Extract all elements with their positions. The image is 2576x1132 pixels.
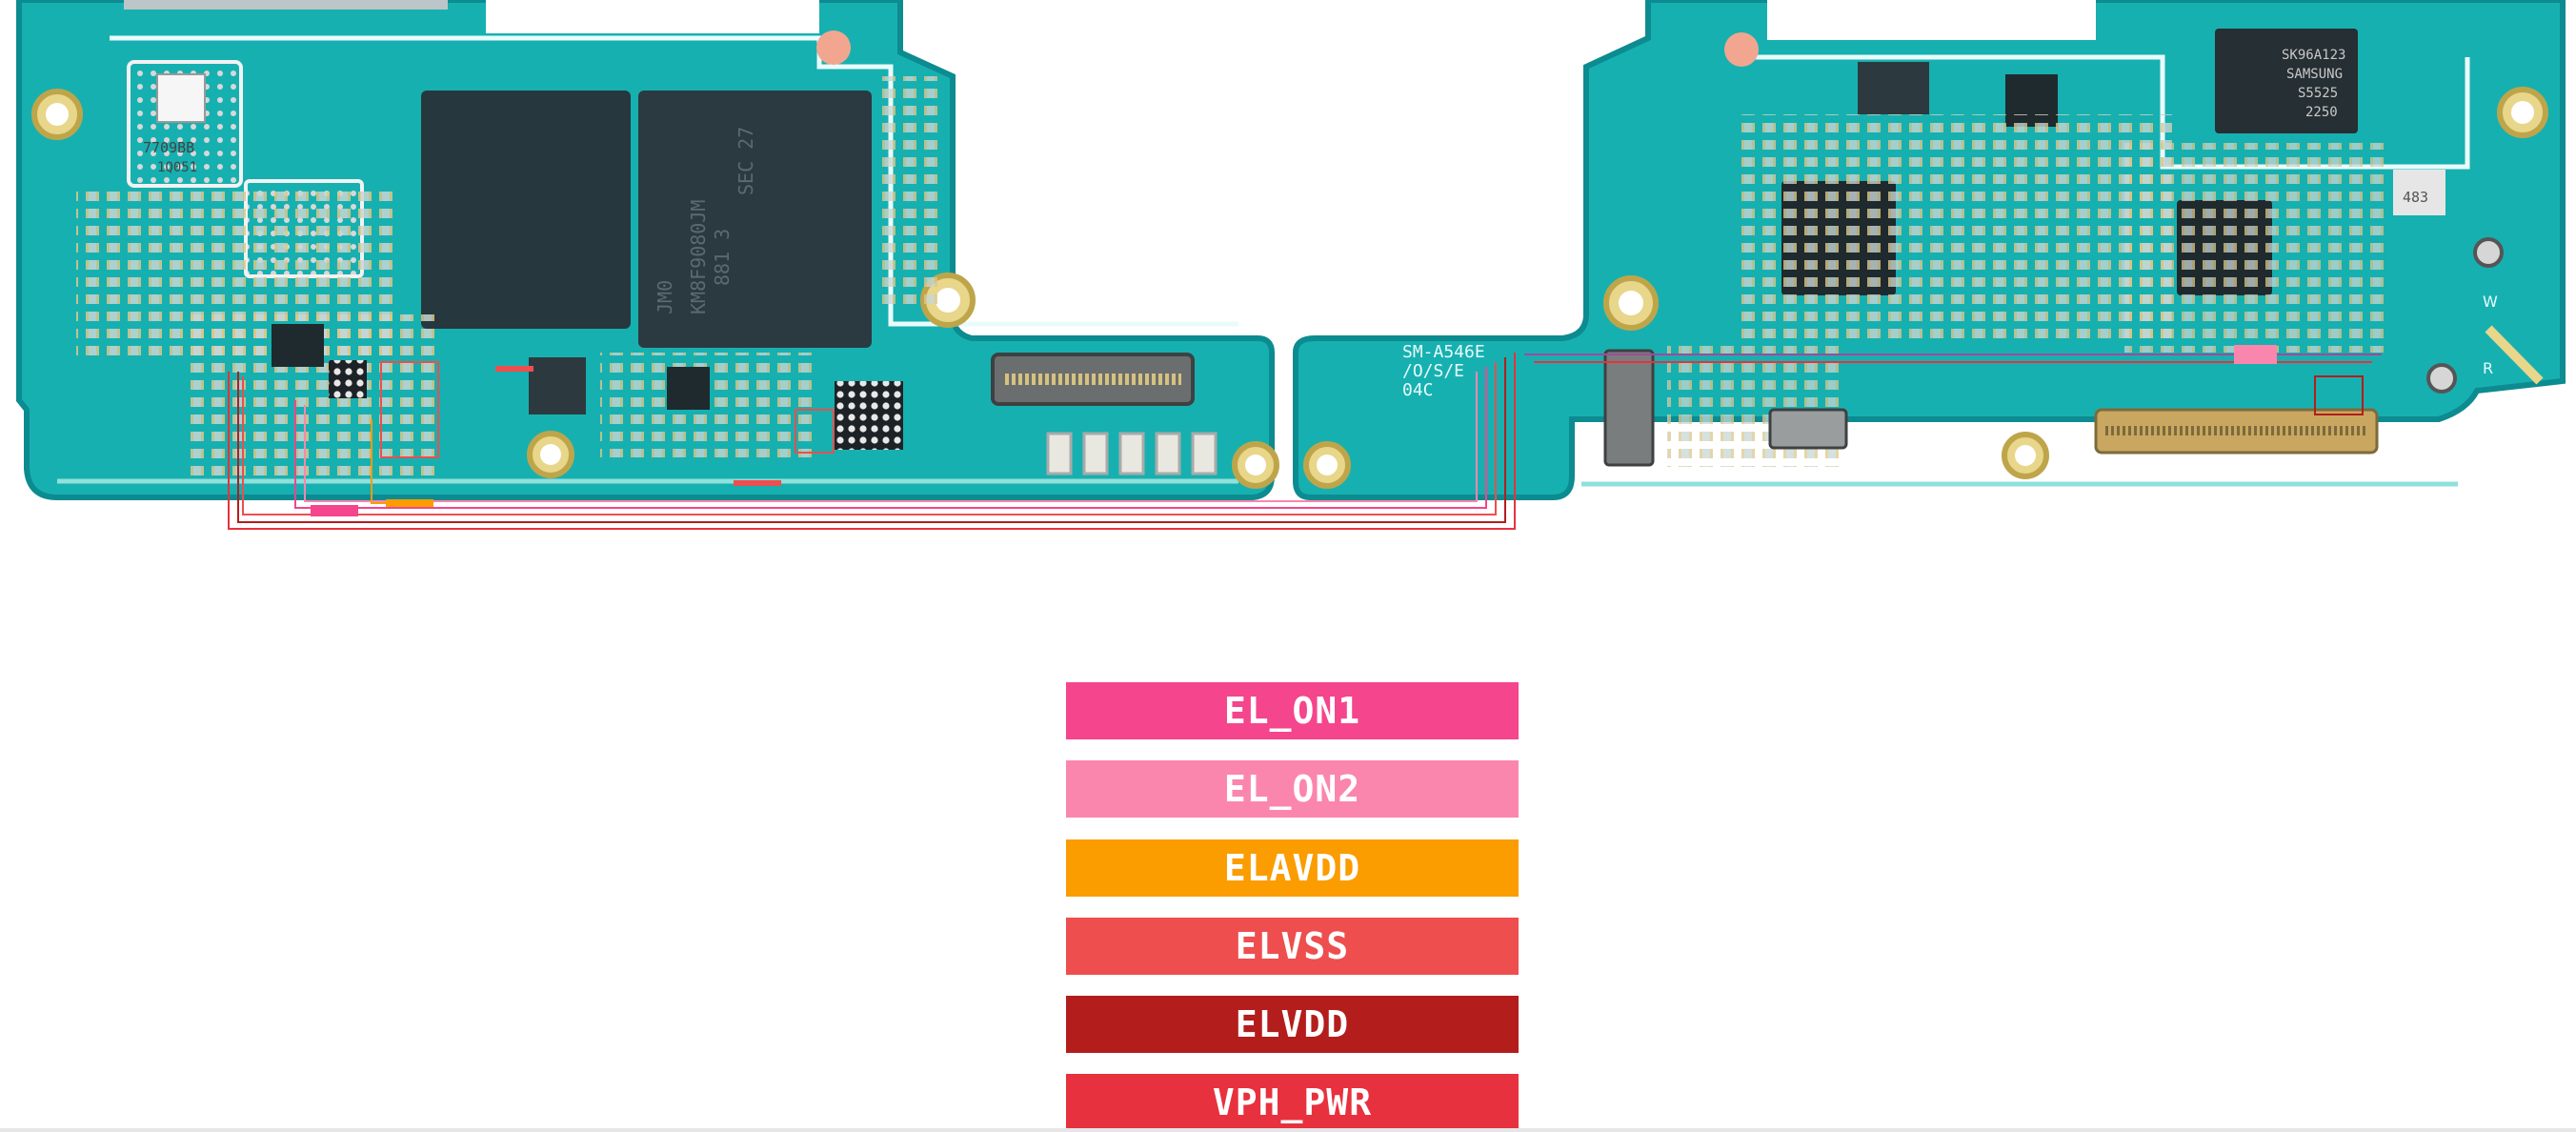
left-board: 7709BB 1Q051 SEC 27 881 3 KM8F9080JM JM0 — [16, 0, 1279, 500]
model-marking: SM-A546E — [1402, 342, 1485, 362]
mount-hole — [1619, 291, 1643, 315]
trace-el-on2 — [304, 372, 1478, 502]
mount-hole — [1317, 455, 1338, 475]
samsung-chip-marking: SK96A123 — [2282, 48, 2345, 63]
left-module-marking: 1Q051 — [157, 160, 197, 175]
memory-marking: 881 3 — [711, 229, 734, 286]
samsung-chip-marking: SAMSUNG — [2286, 67, 2343, 82]
trace-elvdd — [237, 357, 1506, 523]
smd-field — [2124, 143, 2391, 353]
highlight-pad — [386, 499, 433, 507]
highlight-pad — [2234, 345, 2277, 364]
legend-item-el-on2: EL_ON2 — [1066, 760, 1519, 818]
trace-vph-pwr — [228, 353, 1516, 530]
right-board: SK96A123 SAMSUNG S5525 2250 483 SM-A546E… — [1293, 0, 2566, 500]
legend-item-elvss: ELVSS — [1066, 918, 1519, 975]
legend-label: VPH_PWR — [1212, 1081, 1373, 1123]
trace-elvss — [242, 362, 1497, 515]
ic-chip — [667, 367, 710, 410]
trace-el-on1 — [294, 367, 1487, 509]
gold-fingers — [1046, 432, 1218, 475]
highlight-pad — [495, 366, 533, 372]
ic-chip — [272, 324, 324, 367]
memory-marking-mirror: JM0 — [654, 280, 676, 314]
memory-marking: KM8F9080JM — [687, 200, 710, 314]
bga-chip — [329, 360, 367, 398]
right-cutout-window — [1767, 0, 2096, 40]
ic-chip — [529, 357, 586, 414]
legend-item-elvdd: ELVDD — [1066, 996, 1519, 1053]
antenna-label: R — [2483, 359, 2493, 377]
highlight-box — [2314, 375, 2364, 415]
bga-chip — [835, 381, 903, 450]
memory-chip-right — [638, 91, 872, 348]
samsung-chip — [2215, 29, 2358, 133]
antenna-trace — [2485, 325, 2544, 385]
legend-item-el-on1: EL_ON1 — [1066, 682, 1519, 739]
mount-hole — [1245, 455, 1266, 475]
display-connector — [2094, 408, 2379, 455]
samsung-chip-marking: S5525 — [2298, 86, 2338, 101]
memory-chip-left — [421, 91, 631, 329]
smd-field — [876, 76, 943, 305]
mount-hole — [540, 444, 561, 465]
left-module-marking: 7709BB — [143, 139, 194, 156]
model-marking: /O/S/E — [1402, 361, 1464, 381]
legend-item-vph-pwr: VPH_PWR — [1066, 1074, 1519, 1131]
legend-label: ELAVDD — [1223, 847, 1361, 889]
highlight-box — [380, 361, 439, 458]
legend-label: ELVSS — [1235, 925, 1350, 967]
legend-label: EL_ON2 — [1223, 768, 1361, 810]
legend-item-elavdd: ELAVDD — [1066, 839, 1519, 897]
small-connector — [1768, 408, 1848, 450]
smd-field — [1734, 114, 2172, 343]
mount-hole — [2015, 445, 2036, 466]
small-label-chip — [2393, 170, 2445, 215]
bottom-divider — [0, 1128, 2576, 1132]
highlight-pad — [311, 505, 358, 516]
qr-code — [156, 73, 206, 123]
signal-traces — [228, 345, 2382, 530]
highlight-box — [795, 409, 835, 454]
small-chip-marking: 483 — [2403, 189, 2428, 206]
antenna-label: W — [2483, 293, 2498, 311]
mount-hole — [46, 103, 69, 126]
highlight-pad — [734, 480, 781, 486]
samsung-chip-marking: 2250 — [2305, 105, 2338, 120]
left-cutout-window — [486, 0, 819, 33]
antenna-connector — [2473, 237, 2504, 268]
antenna-connector — [2426, 363, 2457, 394]
legend-label: EL_ON1 — [1223, 690, 1361, 732]
mount-hole — [1724, 32, 1759, 67]
vertical-connector — [1603, 349, 1655, 467]
memory-marking: SEC 27 — [735, 127, 757, 195]
mount-hole — [816, 30, 851, 65]
legend-label: ELVDD — [1235, 1003, 1350, 1045]
ic-chip — [1858, 62, 1929, 114]
model-marking: 04C — [1402, 380, 1434, 400]
left-cutout-top — [124, 0, 448, 10]
mount-hole — [2511, 101, 2534, 124]
